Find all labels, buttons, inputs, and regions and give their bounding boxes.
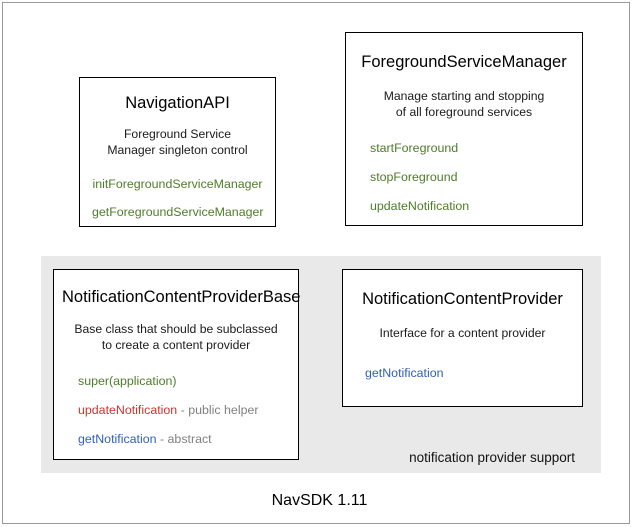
member-name: getForegroundServiceManager bbox=[92, 205, 264, 220]
class-description-notificationcontentproviderbase: Base class that should be subclassed to … bbox=[62, 321, 290, 353]
member-item[interactable]: getForegroundServiceManager bbox=[92, 204, 264, 220]
class-box-notificationcontentprovider[interactable]: NotificationContentProvider Interface fo… bbox=[342, 269, 583, 407]
member-list-navigationapi: initForegroundServiceManager getForegrou… bbox=[92, 176, 264, 220]
member-item[interactable]: stopForeground bbox=[370, 169, 568, 185]
member-name: updateNotification bbox=[370, 199, 470, 214]
member-name: startForeground bbox=[370, 141, 459, 156]
class-description-line: Manager singleton control bbox=[107, 143, 248, 158]
class-description-line: Interface for a content provider bbox=[379, 325, 546, 340]
member-item[interactable]: getNotification - abstract bbox=[78, 431, 290, 447]
member-name: updateNotification bbox=[78, 403, 178, 418]
class-description-line: to create a content provider bbox=[101, 338, 251, 353]
class-description-notificationcontentprovider: Interface for a content provider bbox=[353, 325, 572, 341]
member-name: getNotification bbox=[365, 366, 444, 381]
class-description-foregroundservicemanager: Manage starting and stopping of all fore… bbox=[360, 88, 568, 120]
class-title-notificationcontentproviderbase: NotificationContentProviderBase bbox=[62, 288, 301, 306]
diagram-caption: NavSDK 1.11 bbox=[271, 492, 368, 509]
member-list-notificationcontentproviderbase: super(application) updateNotification - … bbox=[62, 373, 290, 447]
member-item[interactable]: super(application) bbox=[78, 373, 290, 389]
class-description-line: Foreground Service bbox=[123, 126, 232, 141]
class-title-navigationapi: NavigationAPI bbox=[125, 94, 230, 112]
member-name: stopForeground bbox=[370, 170, 458, 185]
member-list-foregroundservicemanager: startForeground stopForeground updateNot… bbox=[360, 140, 568, 214]
class-box-navigationapi[interactable]: NavigationAPI Foreground Service Manager… bbox=[79, 77, 276, 227]
member-note: - public helper bbox=[177, 403, 259, 418]
member-item[interactable]: updateNotification - public helper bbox=[78, 402, 290, 418]
member-item[interactable]: startForeground bbox=[370, 140, 568, 156]
class-description-navigationapi: Foreground Service Manager singleton con… bbox=[92, 126, 263, 158]
member-item[interactable]: initForegroundServiceManager bbox=[92, 176, 263, 192]
class-description-line: Base class that should be subclassed bbox=[74, 321, 278, 336]
class-box-notificationcontentproviderbase[interactable]: NotificationContentProviderBase Base cla… bbox=[53, 269, 301, 460]
class-description-line: Manage starting and stopping bbox=[383, 88, 545, 103]
member-list-notificationcontentprovider: getNotification bbox=[353, 365, 572, 381]
member-name: initForegroundServiceManager bbox=[92, 177, 263, 192]
member-note: - abstract bbox=[156, 432, 212, 447]
member-item[interactable]: updateNotification bbox=[370, 198, 568, 214]
member-item[interactable]: getNotification bbox=[365, 365, 572, 381]
class-description-line: of all foreground services bbox=[395, 105, 533, 120]
member-name: getNotification bbox=[78, 432, 157, 447]
class-title-foregroundservicemanager: ForegroundServiceManager bbox=[361, 53, 567, 71]
class-title-notificationcontentprovider: NotificationContentProvider bbox=[362, 290, 563, 308]
group-panel-label: notification provider support bbox=[409, 450, 575, 465]
member-name: super(application) bbox=[78, 374, 177, 389]
class-box-foregroundservicemanager[interactable]: ForegroundServiceManager Manage starting… bbox=[345, 32, 583, 226]
